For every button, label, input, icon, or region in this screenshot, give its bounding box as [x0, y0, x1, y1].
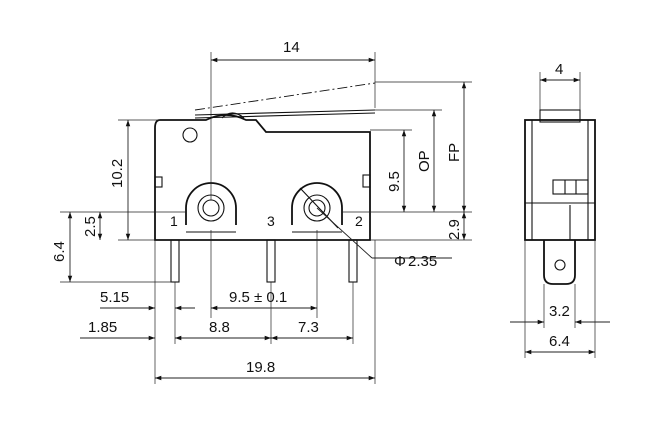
left-notch — [154, 176, 163, 188]
terminal-pin-2 — [348, 239, 358, 283]
side-body — [524, 119, 596, 241]
dim-pin-pitch: 9.5 ± 0.1 — [229, 289, 287, 306]
mounting-hole-right — [291, 182, 343, 233]
dim-lower-height: 6.4 — [51, 241, 68, 262]
terminal-pin-1 — [170, 239, 180, 283]
dim-op-label: OP — [416, 150, 433, 172]
dim-terminal-offset: 2.5 — [82, 216, 99, 237]
dim-body-length: 19.8 — [246, 359, 275, 376]
dim-top-length: 14 — [283, 39, 300, 56]
terminal-label-1: 1 — [170, 213, 178, 229]
dim-edge-offset: 1.85 — [88, 319, 117, 336]
dim-op-height: 9.5 — [386, 171, 403, 192]
dim-left-height: 10.2 — [109, 159, 126, 188]
dim-right-spacing: 7.3 — [298, 319, 319, 336]
front-view: 1 3 2 — [154, 82, 376, 283]
dim-left-pin-offset: 5.15 — [100, 289, 129, 306]
dim-side-pin-width: 3.2 — [549, 303, 570, 320]
side-view — [524, 109, 596, 285]
terminal-pin-3 — [266, 239, 276, 283]
actuator-lever — [182, 82, 376, 143]
right-notch — [362, 174, 371, 188]
dim-hole-diameter-symbol: Φ — [394, 253, 406, 270]
side-view-dimensions: 4 3.2 6.4 — [510, 61, 610, 358]
terminal-label-2: 2 — [355, 213, 363, 229]
dim-side-top-width: 4 — [555, 61, 563, 78]
dim-fp-label: FP — [446, 143, 463, 162]
dim-left-spacing: 8.8 — [209, 319, 230, 336]
dim-hole-diameter: 2.35 — [408, 253, 437, 270]
dim-right-offset: 2.9 — [446, 219, 463, 240]
side-plunger — [539, 109, 581, 123]
switch-body-outline — [154, 114, 371, 241]
terminal-label-3: 3 — [267, 213, 275, 229]
front-view-dimensions: 14 10.2 2.5 6.4 9.5 OP FP 2.9 Φ 2.35 — [51, 39, 472, 384]
side-terminal — [543, 240, 576, 285]
dim-side-body-width: 6.4 — [549, 333, 570, 350]
